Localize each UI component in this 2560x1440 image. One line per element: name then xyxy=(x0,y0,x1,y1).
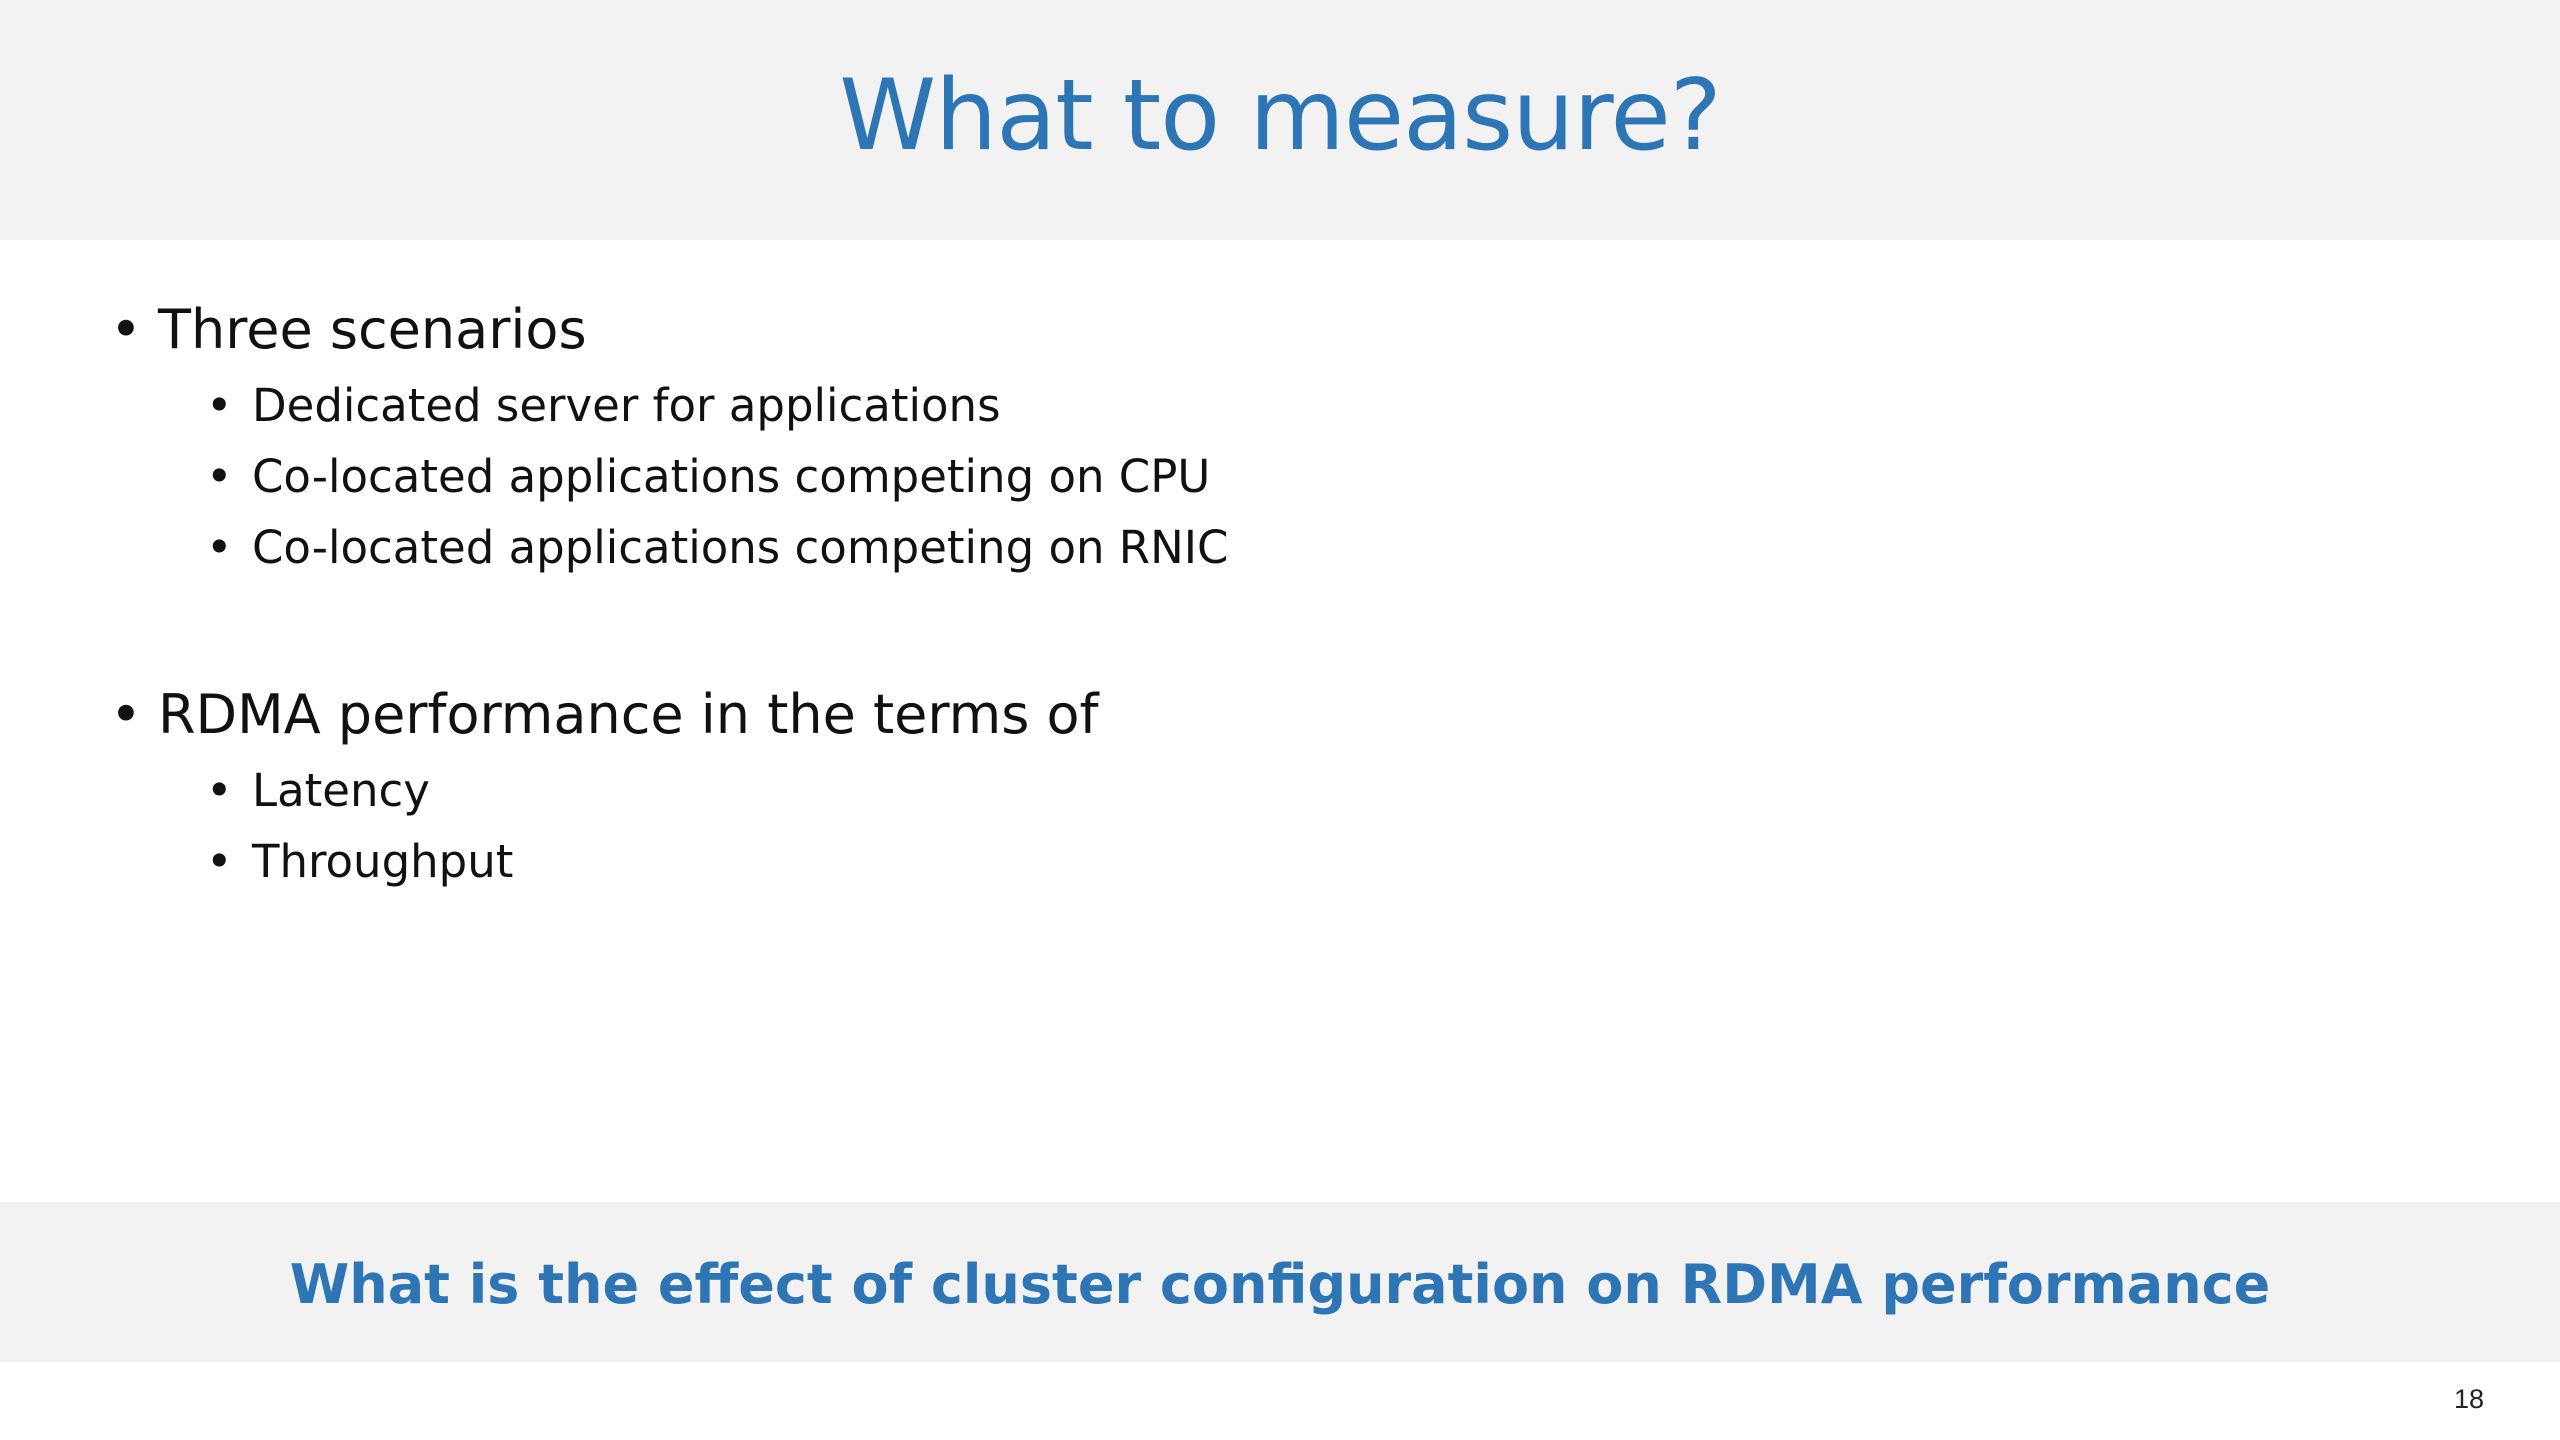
sub-bullet-label: Throughput xyxy=(252,835,514,888)
slide-content: • Three scenarios • Dedicated server for… xyxy=(110,290,2410,897)
sub-bullet-latency: • Latency xyxy=(206,755,2410,826)
sub-bullet-label: Latency xyxy=(252,764,430,817)
bullet-glyph: • xyxy=(206,764,233,817)
conclusion-bar: What is the effect of cluster configurat… xyxy=(0,1202,2560,1362)
bullet-label: RDMA performance in the terms of xyxy=(158,683,1099,746)
sub-bullet-colocated-cpu: • Co-located applications competing on C… xyxy=(206,441,2410,512)
page-number: 18 xyxy=(2453,1384,2484,1414)
bullet-glyph: • xyxy=(110,683,142,746)
sub-bullet-throughput: • Throughput xyxy=(206,826,2410,897)
bullet-glyph: • xyxy=(110,298,142,361)
bullet-rdma-performance: • RDMA performance in the terms of xyxy=(110,675,2410,755)
sub-bullet-dedicated-server: • Dedicated server for applications xyxy=(206,370,2410,441)
sub-bullet-label: Co-located applications competing on CPU xyxy=(252,450,1211,503)
title-bar: What to measure? xyxy=(0,0,2560,240)
bullet-glyph: • xyxy=(206,521,233,574)
bullet-three-scenarios: • Three scenarios xyxy=(110,290,2410,370)
bullet-glyph: • xyxy=(206,379,233,432)
bullet-glyph: • xyxy=(206,835,233,888)
sublist-metrics: • Latency • Throughput xyxy=(110,755,2410,897)
sublist-wrapper: • Dedicated server for applications • Co… xyxy=(110,370,2410,583)
sublist-scenarios: • Dedicated server for applications • Co… xyxy=(110,370,2410,583)
bullet-group-performance: • RDMA performance in the terms of • Lat… xyxy=(110,675,2410,897)
bullet-label: Three scenarios xyxy=(158,298,587,361)
slide-title: What to measure? xyxy=(839,59,1722,173)
sub-bullet-label: Co-located applications competing on RNI… xyxy=(252,521,1229,574)
bullet-group-scenarios: • Three scenarios • Dedicated server for… xyxy=(110,290,2410,583)
sub-bullet-colocated-rnic: • Co-located applications competing on R… xyxy=(206,512,2410,583)
conclusion-text: What is the effect of cluster configurat… xyxy=(289,1252,2271,1316)
sub-bullet-label: Dedicated server for applications xyxy=(252,379,1001,432)
sublist-wrapper: • Latency • Throughput xyxy=(110,755,2410,897)
bullet-glyph: • xyxy=(206,450,233,503)
section-spacer xyxy=(110,583,2410,675)
